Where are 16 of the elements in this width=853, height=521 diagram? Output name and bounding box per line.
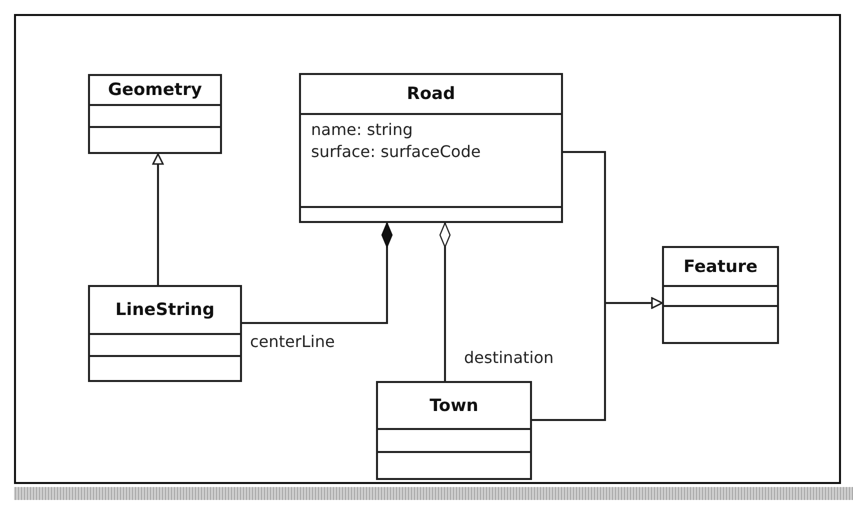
class-name: Geometry: [108, 80, 202, 100]
connector: [532, 297, 663, 421]
class-box: [88, 285, 242, 382]
class-box: [662, 246, 779, 344]
class-box: [299, 73, 563, 223]
class-name: Town: [430, 396, 478, 416]
class-box: [88, 74, 222, 154]
class-name: Road: [406, 84, 456, 104]
class-box: [376, 381, 532, 480]
connector: [439, 222, 451, 381]
class-name: LineString: [115, 300, 215, 320]
attribute-text: surface: surfaceCode: [311, 141, 482, 163]
attribute-text: name: string: [311, 119, 414, 141]
connector: [242, 222, 393, 324]
connector: [152, 153, 164, 285]
class-name: Feature: [683, 256, 758, 276]
